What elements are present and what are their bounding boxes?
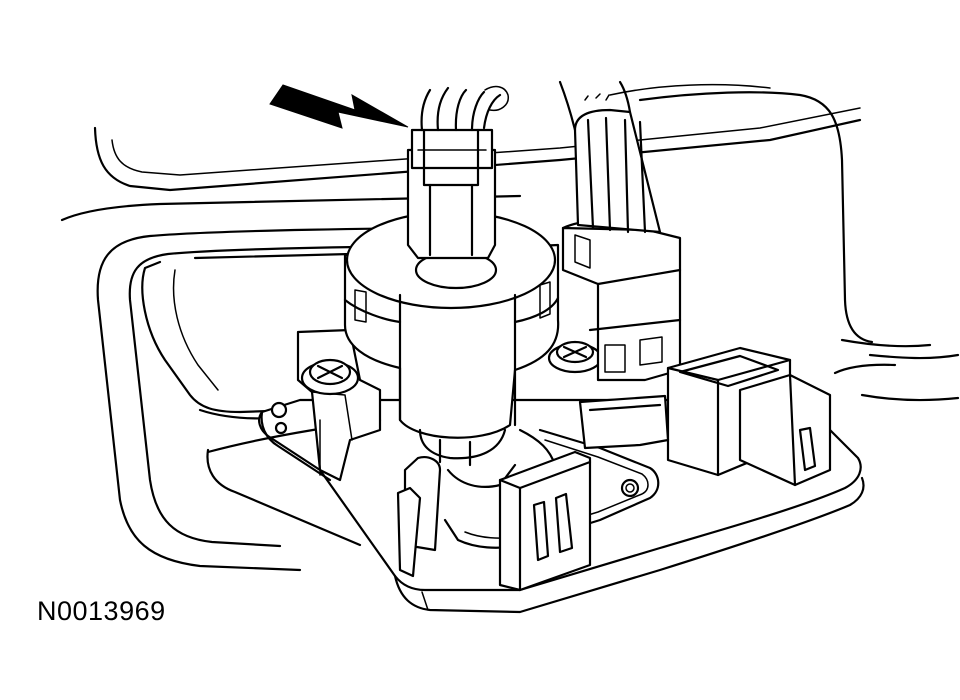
front-clip [500, 452, 590, 590]
right-mount-screw [549, 342, 601, 372]
right-box-connector [668, 348, 830, 485]
trim-panel [62, 85, 958, 400]
right-connector [563, 219, 680, 380]
arrow-icon [270, 85, 408, 128]
middle-clip [580, 396, 668, 448]
top-connector [408, 130, 495, 258]
actuator [398, 430, 555, 576]
screw-icon [302, 360, 358, 394]
top-wires [422, 87, 509, 130]
switch-body [345, 212, 558, 465]
figure-id-label: N0013969 [37, 596, 166, 626]
right-wire-harness [560, 82, 660, 232]
